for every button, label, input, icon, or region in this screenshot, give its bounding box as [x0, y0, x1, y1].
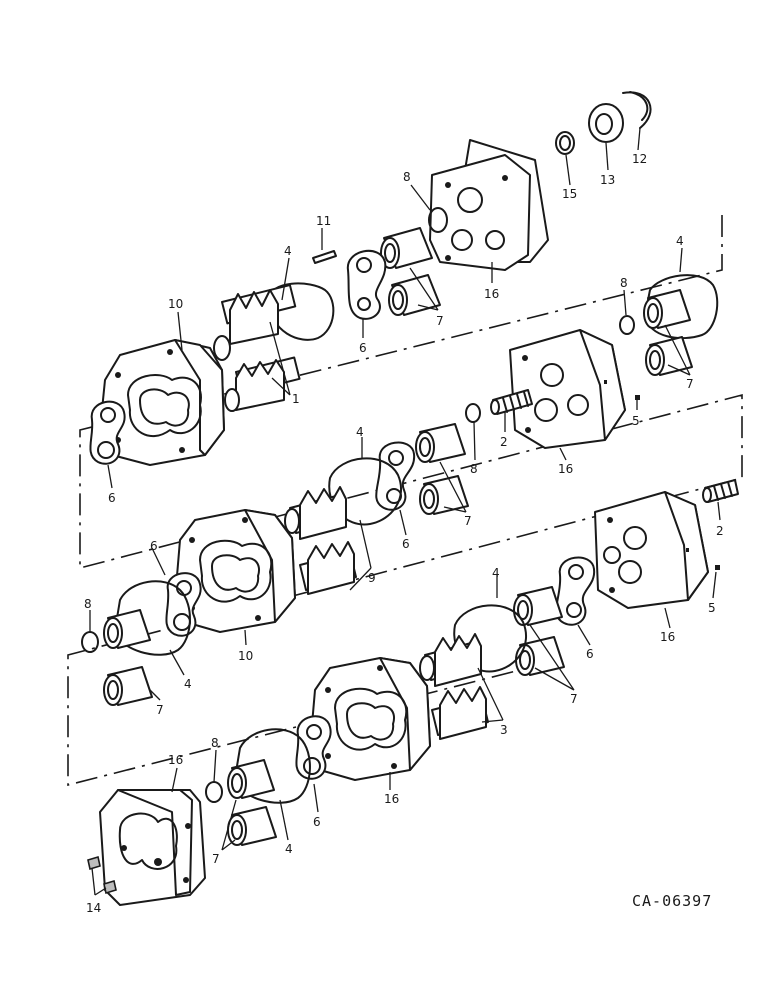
callout-16e: 16: [168, 753, 183, 767]
bushings-third: [513, 586, 565, 676]
callout-16b: 16: [558, 462, 573, 476]
centerlines: [67, 215, 743, 787]
bushings-top: [380, 227, 441, 316]
gear-set-1: [213, 282, 335, 412]
drawing-code: CA-06397: [632, 892, 712, 910]
callout-2a: 2: [500, 435, 508, 449]
callout-8b: 8: [620, 276, 628, 290]
shaft-key: [312, 250, 337, 264]
o-ring-right: [619, 315, 635, 335]
plug-lower: [715, 565, 720, 570]
callout-4d: 4: [184, 677, 192, 691]
callout-1: 1: [292, 392, 300, 406]
plug-upper: [635, 395, 640, 400]
callout-15: 15: [562, 187, 577, 201]
coupling-shaft-lower: [702, 479, 739, 503]
callout-11: 11: [316, 214, 331, 228]
end-cover: [99, 789, 206, 906]
callout-6e: 6: [586, 647, 594, 661]
callout-2b: 2: [716, 524, 724, 538]
callout-4f: 4: [285, 842, 293, 856]
rear-cover-top: [429, 139, 549, 271]
callout-5a: 5: [632, 414, 640, 428]
callout-5b: 5: [708, 601, 716, 615]
callout-6a: 6: [108, 491, 116, 505]
bushings-right-upper: [643, 274, 719, 376]
callout-6b: 6: [359, 341, 367, 355]
o-ring-top: [428, 207, 448, 233]
center-section-upper: [509, 329, 626, 449]
wear-plate-top: [346, 249, 387, 320]
callout-7a: 7: [436, 314, 444, 328]
coupling-shaft-upper: [490, 389, 533, 415]
wear-plate-left-lower: [165, 572, 202, 637]
callout-7b: 7: [686, 377, 694, 391]
callout-7f: 7: [212, 852, 220, 866]
front-seal-group: [555, 91, 652, 155]
callout-7c: 7: [464, 514, 472, 528]
callout-8e: 8: [211, 736, 219, 750]
pipe-plugs: [87, 855, 117, 895]
callout-13: 13: [600, 173, 615, 187]
bushings-bottom: [227, 728, 311, 846]
callout-6f: 6: [313, 815, 321, 829]
callout-16c: 16: [660, 630, 675, 644]
callout-12: 12: [632, 152, 647, 166]
callout-8a: 8: [403, 170, 411, 184]
callout-8d: 8: [84, 597, 92, 611]
callout-16a: 16: [484, 287, 499, 301]
wear-plate-left-top: [89, 400, 126, 465]
callout-8c: 8: [470, 462, 478, 476]
callout-4c: 4: [356, 425, 364, 439]
wear-plate-bottom: [295, 715, 332, 780]
callout-9: 9: [368, 571, 376, 585]
callout-10b: 10: [238, 649, 253, 663]
gear-set-9: [284, 457, 403, 595]
callout-16d: 16: [384, 792, 399, 806]
o-ring-mid: [465, 403, 481, 423]
leader-lines: [89, 127, 721, 896]
rear-gear-housing: [309, 657, 431, 781]
o-ring-left: [81, 631, 99, 653]
callout-4e: 4: [492, 566, 500, 580]
center-section-lower: [594, 491, 709, 609]
wear-plate-center: [375, 441, 416, 511]
bushings-left-lower: [103, 580, 191, 706]
wear-plate-third: [555, 556, 596, 626]
callout-3: 3: [500, 723, 508, 737]
callout-4b: 4: [676, 234, 684, 248]
gear-housing-top: [99, 339, 225, 466]
callout-6d: 6: [150, 539, 158, 553]
callout-6c: 6: [402, 537, 410, 551]
callout-7e: 7: [570, 692, 578, 706]
callout-7d: 7: [156, 703, 164, 717]
callout-14: 14: [86, 901, 101, 915]
callout-4a: 4: [284, 244, 292, 258]
gear-set-3: [419, 604, 528, 740]
bushings-center: [415, 423, 469, 515]
o-ring-bottom: [205, 781, 223, 803]
callout-10a: 10: [168, 297, 183, 311]
callout-labels: 11 4 10 1 6 6 7 16 8 15 13 12 4 8 7 5 16…: [84, 152, 724, 915]
